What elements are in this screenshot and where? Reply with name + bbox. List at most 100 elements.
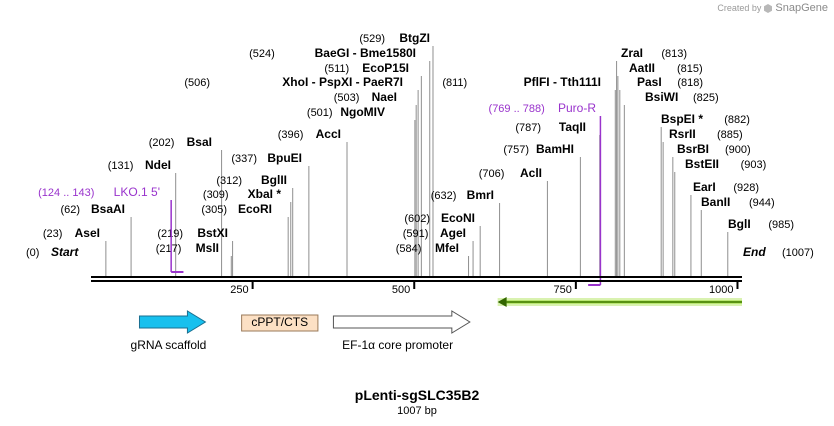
site-position-bmri: (632) <box>431 190 457 202</box>
plasmid-length: 1007 bp <box>397 405 437 417</box>
site-position-bsiwi: (825) <box>693 92 719 104</box>
primer-range-puro-r: (769 .. 788) <box>489 103 545 115</box>
site-name-rsrii: RsrII <box>669 127 696 141</box>
site-position-bspei: (882) <box>724 114 750 126</box>
axis-tick-label: 250 <box>230 284 248 296</box>
site-position-agei: (591) <box>403 228 429 240</box>
primer-name-puro-r: Puro-R <box>558 101 596 115</box>
site-position-pasi: (818) <box>677 77 703 89</box>
site-position-xbai: (309) <box>203 189 229 201</box>
site-position-zrai: (813) <box>661 48 687 60</box>
start-position: (0) <box>26 247 39 259</box>
site-position-asei: (23) <box>43 228 63 240</box>
site-position-eari: (928) <box>733 182 759 194</box>
primer-range-lko-1-5: (124 .. 143) <box>38 187 94 199</box>
site-position-bsrbi: (900) <box>725 144 751 156</box>
start-label: Start <box>51 245 79 259</box>
site-position-bgli: (985) <box>768 219 794 231</box>
site-name-aatii: AatII <box>629 61 655 75</box>
feature-label-grna-scaffold: gRNA scaffold <box>131 338 207 352</box>
site-position-ecop15i: (511) <box>324 63 349 75</box>
site-name-acli: AclI <box>520 166 542 180</box>
feature-label-ef-1-core-promoter: EF-1α core promoter <box>342 338 453 352</box>
site-name-ndei: NdeI <box>145 158 171 172</box>
site-name-bpuei: BpuEI <box>267 151 302 165</box>
site-name-acci: AccI <box>316 127 341 141</box>
snapgene-logo-icon <box>764 3 773 13</box>
axis-tick-label: 500 <box>392 284 410 296</box>
snapgene-text: SnapGene <box>775 2 828 14</box>
site-position-bstxi: (219) <box>157 228 183 240</box>
site-position-mfei: (584) <box>396 243 422 255</box>
site-position-bsaai: (62) <box>60 204 80 216</box>
site-name-bsai: BsaI <box>187 135 212 149</box>
site-name-bsteii: BstEII <box>685 157 719 171</box>
site-name-pasi: PasI <box>637 75 662 89</box>
site-name-econi: EcoNI <box>441 211 475 225</box>
site-position-baegi-bme1580i: (524) <box>249 48 275 60</box>
feature-label-cppt-cts: cPPT/CTS <box>251 315 308 329</box>
primer-annotations: LKO.1 5' (124 .. 143) Puro-R (769 .. 788) <box>38 101 602 286</box>
site-position-ngomiv: (501) <box>307 107 333 119</box>
site-name-pflfi-tth111i: PflFI - Tth111I <box>524 75 601 89</box>
site-position-acli: (706) <box>479 168 505 180</box>
site-labels: (0) Start End (1007) AseI (23) BsaAI (62) NdeI (1… <box>26 31 814 259</box>
site-position-econi: (602) <box>404 213 430 225</box>
site-position-pflfi-tth111i: (811) <box>442 77 467 89</box>
site-position-taqii: (787) <box>515 122 541 134</box>
site-position-xhoi-pspxi-paer7i: (506) <box>184 77 210 89</box>
feature-puro-r-arrowhead <box>497 297 507 307</box>
site-position-banii: (944) <box>749 197 775 209</box>
site-position-btgzi: (529) <box>359 33 385 45</box>
site-name-bsrbi: BsrBI <box>677 142 709 156</box>
plasmid-name: pLenti-sgSLC35B2 <box>355 387 480 403</box>
site-position-bglii: (312) <box>216 175 242 187</box>
site-name-xbai: XbaI * <box>248 187 282 201</box>
end-position: (1007) <box>782 247 814 259</box>
site-lines <box>105 46 729 276</box>
site-name-naei: NaeI <box>372 90 397 104</box>
feature-tracks: gRNA scaffold cPPT/CTS EF-1α core promoter <box>131 297 742 352</box>
site-name-baegi-bme1580i: BaeGI - Bme1580I <box>315 46 416 60</box>
site-name-bgli: BglI <box>728 217 751 231</box>
site-name-bglii: BglII <box>261 173 287 187</box>
created-by-text: Created by <box>717 3 762 13</box>
primer-name-lko-1-5: LKO.1 5' <box>114 185 160 199</box>
branding: Created by SnapGene <box>717 2 828 14</box>
site-name-taqii: TaqII <box>559 120 586 134</box>
site-position-aatii: (815) <box>677 63 703 75</box>
site-name-zrai: ZraI <box>621 46 643 60</box>
site-name-bamhi: BamHI <box>536 142 574 156</box>
site-name-ngomiv: NgoMIV <box>340 105 385 119</box>
site-position-bsteii: (903) <box>741 159 767 171</box>
site-name-bstxi: BstXI <box>197 226 228 240</box>
site-position-rsrii: (885) <box>717 129 743 141</box>
site-position-msli: (217) <box>156 243 182 255</box>
site-name-ecori: EcoRI <box>238 202 272 216</box>
site-name-msli: MslI <box>196 241 219 255</box>
axis-tick-label: 750 <box>553 284 571 296</box>
feature-ef-1-core-promoter <box>332 310 471 334</box>
site-name-bsaai: BsaAI <box>91 202 125 216</box>
site-name-ecop15i: EcoP15I <box>362 61 409 75</box>
site-position-bpuei: (337) <box>231 153 257 165</box>
feature-grna-scaffold <box>138 310 207 334</box>
site-name-banii: BanII <box>701 195 730 209</box>
site-name-btgzi: BtgZI <box>399 31 430 45</box>
site-position-ndei: (131) <box>108 160 134 172</box>
site-name-mfei: MfeI <box>435 241 459 255</box>
end-label: End <box>743 245 766 259</box>
site-name-bspei: BspEI * <box>661 112 703 126</box>
site-position-bamhi: (757) <box>503 144 529 156</box>
site-name-bsiwi: BsiWI <box>645 90 678 104</box>
site-position-bsai: (202) <box>149 137 175 149</box>
site-name-xhoi-pspxi-paer7i: XhoI - PspXI - PaeR7I <box>282 75 403 89</box>
feature-cppt-cts <box>241 314 319 332</box>
site-position-naei: (503) <box>334 92 360 104</box>
site-name-agei: AgeI <box>440 226 466 240</box>
site-name-eari: EarI <box>693 180 716 194</box>
site-name-bmri: BmrI <box>467 188 494 202</box>
site-name-asei: AseI <box>75 226 100 240</box>
